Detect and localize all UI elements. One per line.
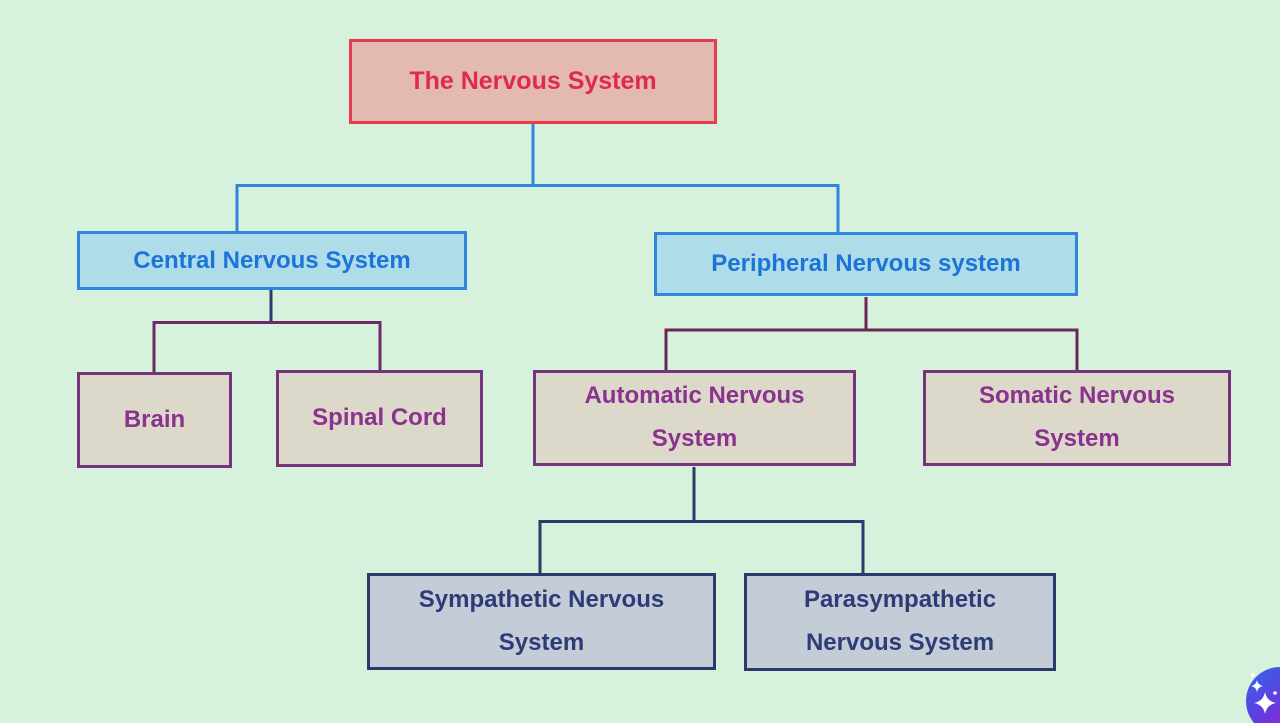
node-brain[interactable]: Brain — [77, 372, 232, 468]
node-somatic-nervous-system[interactable]: Somatic Nervous System — [923, 370, 1231, 466]
connector-peripheral-children — [664, 328, 1079, 370]
node-spinal-cord[interactable]: Spinal Cord — [276, 370, 483, 467]
node-automatic-nervous-system[interactable]: Automatic Nervous System — [533, 370, 856, 466]
connector-level1 — [235, 184, 840, 232]
node-sympathetic-nervous-system[interactable]: Sympathetic Nervous System — [367, 573, 716, 670]
connector-central-children — [152, 321, 382, 372]
ai-assistant-button[interactable] — [1246, 667, 1280, 723]
node-peripheral-nervous-system[interactable]: Peripheral Nervous system — [654, 232, 1078, 296]
node-parasympathetic-nervous-system[interactable]: Parasympathetic Nervous System — [744, 573, 1056, 671]
node-the-nervous-system[interactable]: The Nervous System — [349, 39, 717, 124]
connector-automatic-children — [538, 520, 865, 573]
node-central-nervous-system[interactable]: Central Nervous System — [77, 231, 467, 290]
sparkles-icon — [1250, 672, 1277, 714]
